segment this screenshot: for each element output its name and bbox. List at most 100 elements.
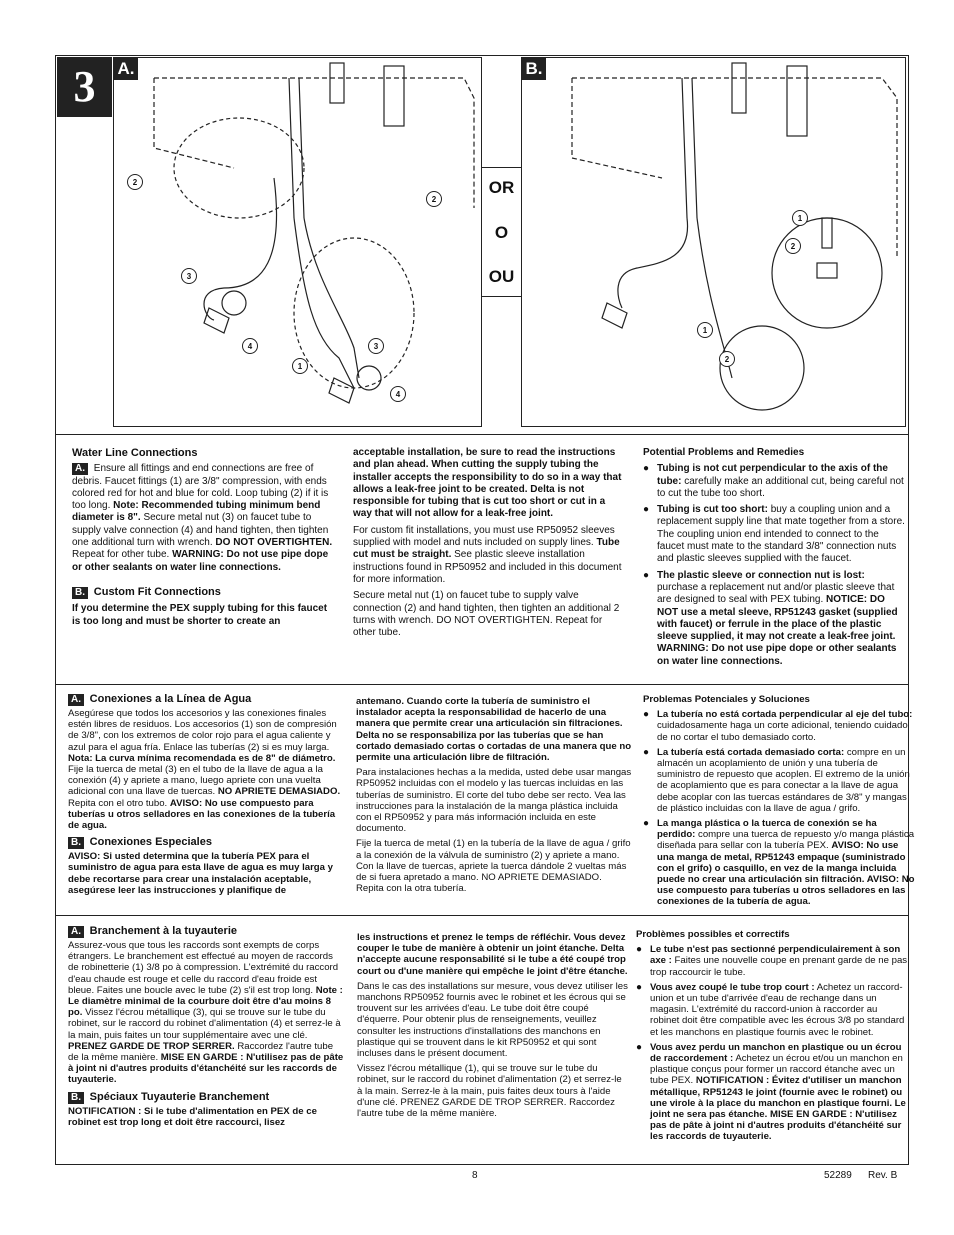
fr-text3: Raccordez l'autre tube de la même manièr… [68, 1040, 334, 1064]
or-word-en: OR [488, 178, 515, 197]
en-problem-3-text: purchase a replacement nut and/or plasti… [657, 581, 895, 606]
fr-problem-item: Vous avez coupé le tube trop court : Ach… [636, 982, 908, 1038]
fr-problem-3-title: Vous avez perdu un manchon en plastique … [650, 1041, 902, 1065]
es-b-badge: B. [68, 837, 84, 850]
es-note: Nota: La curva mínima recomendada es de … [68, 752, 336, 764]
en-problem-1-text: carefully make an additional cut, being … [657, 475, 904, 499]
fr-problem-2-title: Vous avez coupé le tube trop court : [650, 981, 815, 993]
fr-problem-2-text: Achetez un raccord-union et un tube d'ar… [650, 981, 905, 1038]
panel-b-label: B. [522, 58, 546, 80]
es-warning: AVISO: No use compuesto para tuberías u … [68, 797, 336, 832]
en-problem-item: Tubing is not cut perpendicular to the a… [643, 463, 905, 500]
en-problem-3-notice: NOTICE: DO NOT use a metal sleeve, RP512… [657, 594, 898, 667]
fr-text2: Vissez l'écrou métallique (3), qui se tr… [68, 1007, 341, 1041]
revision: Rev. B [868, 1170, 898, 1181]
fr-warning: MISE EN GARDE : N'utilisez pas de pâte à… [68, 1052, 344, 1086]
en-a-text: Ensure all fittings and end connections … [72, 463, 329, 512]
callout-b-2: 2 [785, 238, 801, 254]
fr-col2-p3: Vissez l'écrou métallique (1), qui se tr… [357, 1063, 622, 1120]
es-problem-3-title: La manga plástica o la tuerca de conexió… [657, 818, 877, 841]
en-col2-p3: Secure metal nut (1) on faucet tube to s… [353, 590, 620, 639]
callout-a-1: 1 [292, 358, 308, 374]
en-problem-3-title: The plastic sleeve or connection nut is … [657, 569, 865, 581]
en-b-badge: B. [72, 586, 88, 599]
es-problem-2-text: compre en un almacén un acoplamiento de … [657, 746, 910, 814]
es-a-badge: A. [68, 694, 84, 706]
en-a-caution: DO NOT OVERTIGHTEN. [215, 537, 333, 549]
es-text2: Fije la tuerca de metal (3) en el tubo d… [68, 764, 323, 798]
es-text1: Asegúrese que todos los accesorios y las… [68, 708, 337, 753]
en-col3: Potential Problems and Remedies Tubing i… [643, 447, 905, 672]
fr-col3: Problèmes possibles et correctifs Le tub… [636, 929, 908, 1147]
es-problem-3-text: compre una tuerca de repuesto y/o manga … [657, 829, 915, 852]
page-frame [55, 55, 909, 1165]
figure-panel-b: B. 1 2 1 2 [521, 57, 906, 427]
callout-a-4: 4 [242, 338, 258, 354]
en-b-text: If you determine the PEX supply tubing f… [72, 603, 328, 627]
en-col1: Water Line Connections A. Ensure all fit… [72, 447, 334, 632]
callout-b-1b: 1 [697, 322, 713, 338]
es-b-heading: Conexiones Especiales [89, 836, 212, 849]
fr-col2-p1: les instructions et prenez le temps de r… [357, 932, 628, 977]
es-heading: Conexiones a la Línea de Agua [89, 693, 252, 705]
en-problem-1-title: Tubing is not cut perpendicular to the a… [657, 463, 888, 487]
es-col2-p1: antemano. Cuando corte la tubería de sum… [356, 696, 632, 764]
es-problem-1-title: La tubería no está cortada perpendicular… [657, 709, 913, 721]
es-caution: NO APRIETE DEMASIADO. [217, 786, 341, 798]
en-problem-item: Tubing is cut too short: buy a coupling … [643, 504, 905, 565]
faucet-diagram-b [571, 62, 898, 411]
fr-text1: Assurez-vous que tous les raccords sont … [68, 940, 339, 996]
en-heading: Water Line Connections [72, 447, 198, 459]
callout-b-2b: 2 [719, 351, 735, 367]
es-col2: antemano. Cuando corte la tubería de sum… [356, 696, 632, 898]
es-problem-item: La tubería está cortada demasiado corta:… [643, 747, 915, 814]
fr-b-heading: Spéciaux Tuyauterie Branchement [89, 1090, 270, 1103]
fr-col1: A. Branchement à la tuyauterie Assurez-v… [68, 925, 344, 1132]
fr-problem-item: Vous avez perdu un manchon en plastique … [636, 1042, 908, 1143]
figure-panel-a: A. 2 2 3 4 1 3 4 [113, 57, 482, 427]
es-col3: Problemas Potenciales y Soluciones La tu… [643, 694, 915, 912]
es-text3: Repita con el otro tubo. [68, 797, 168, 809]
es-problem-3-notice: AVISO: No use una manga de metal, RP5124… [657, 840, 915, 908]
fr-caution: PRENEZ GARDE DE TROP SERRER. [68, 1040, 235, 1052]
callout-a-3: 3 [181, 268, 197, 284]
en-a-warning: WARNING: Do not use pipe dope or other s… [72, 549, 329, 573]
callout-a-3b: 3 [368, 338, 384, 354]
en-b-heading: Custom Fit Connections [93, 585, 221, 598]
page-number: 8 [472, 1170, 478, 1181]
divider-3 [56, 915, 908, 916]
divider-1 [56, 434, 908, 435]
fr-problem-3-notice: NOTIFICATION : Évitez d'utiliser un manc… [650, 1075, 906, 1143]
es-col2-p3: Fije la tuerca de metal (1) en la tuberí… [356, 838, 631, 895]
en-col2-p2c: See plastic sleeve installation instruct… [353, 549, 622, 585]
es-b-text: AVISO: Si usted determina que la tubería… [68, 851, 334, 896]
es-problem-item: La tubería no está cortada perpendicular… [643, 709, 915, 743]
es-col1: A. Conexiones a la Línea de Agua Asegúre… [68, 693, 348, 900]
callout-a-2b: 2 [426, 191, 442, 207]
fr-problem-3-text: Achetez un écrou et/ou un manchon en pla… [650, 1053, 903, 1087]
or-word-es: O [494, 223, 509, 242]
en-col2-p2b: Tube cut must be straight. [353, 537, 620, 561]
en-a-note: Note: Recommended tubing minimum bend di… [72, 500, 321, 524]
faucet-diagram-a [153, 62, 475, 404]
fr-problem-item: Le tube n'est pas sectionné perpendicula… [636, 944, 908, 978]
fr-a-badge: A. [68, 926, 84, 938]
or-word-fr: OU [488, 267, 515, 286]
callout-a-2: 2 [127, 174, 143, 190]
en-col2: acceptable installation, be sure to read… [353, 447, 625, 643]
es-problem-2-title: La tubería está cortada demasiado corta: [657, 746, 845, 758]
es-problem-1-text: cuidadosamente haga un corte adicional, … [657, 720, 908, 743]
doc-number: 52289 [824, 1170, 852, 1181]
en-a-text2: Secure metal nut (3) on faucet tube to s… [72, 512, 329, 549]
fr-note: Note : Le diamètre minimal de la courbur… [68, 984, 343, 1019]
en-a-badge: A. [72, 463, 88, 476]
en-problems-heading: Potential Problems and Remedies [643, 447, 805, 458]
fr-b-badge: B. [68, 1091, 84, 1104]
en-problem-2-text: buy a coupling union and a replacement s… [657, 504, 905, 565]
es-problems-heading: Problemas Potenciales y Soluciones [643, 694, 810, 705]
or-box: OR O OU [481, 167, 522, 297]
callout-a-4b: 4 [390, 386, 406, 402]
fr-problem-1-text: Faites une nouvelle coupe en prenant gar… [650, 955, 908, 978]
step-number: 3 [57, 57, 112, 117]
es-col2-p2: Para instalaciones hechas a la medida, u… [356, 767, 632, 835]
